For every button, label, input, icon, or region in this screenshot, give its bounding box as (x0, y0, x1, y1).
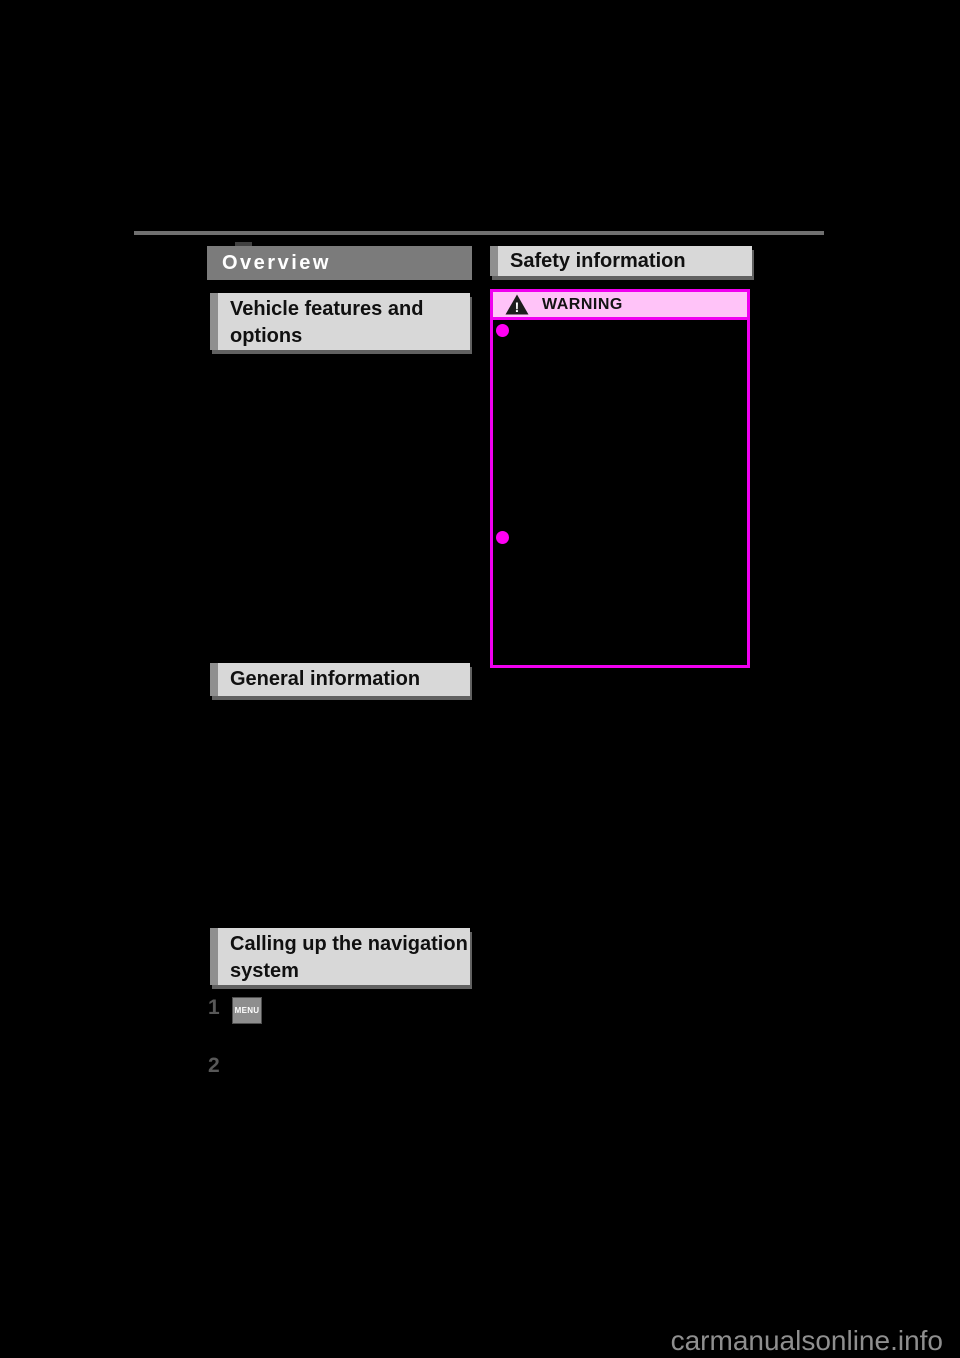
top-divider-line (134, 231, 824, 235)
safety-information-header: Safety information (490, 246, 752, 276)
vehicle-features-header-line1: Vehicle features and (230, 298, 424, 320)
svg-text:!: ! (515, 299, 520, 315)
general-information-header-label: General information (230, 668, 421, 690)
vehicle-features-header: Vehicle features and options (210, 293, 470, 350)
warning-box: ! WARNING (490, 289, 750, 668)
overview-header-label: Overview (222, 252, 331, 274)
calling-up-navigation-header: Calling up the navigation system (210, 928, 470, 985)
step-2-number: 2 (208, 1054, 220, 1077)
watermark: carmanualsonline.info (670, 1325, 943, 1356)
overview-header: Overview (207, 246, 472, 280)
calling-up-navigation-line1: Calling up the navigation (230, 933, 468, 955)
warning-header: ! WARNING (493, 292, 747, 320)
menu-button: MENU (232, 997, 262, 1024)
calling-up-navigation-line2: system (230, 960, 299, 982)
warning-title: WARNING (542, 295, 623, 313)
warning-bullet-icon (496, 531, 509, 544)
general-information-header: General information (210, 663, 470, 696)
warning-triangle-icon: ! (505, 294, 529, 315)
warning-bullet-icon (496, 324, 509, 337)
menu-button-label: MENU (234, 1006, 260, 1015)
overview-header-notch (235, 242, 252, 246)
vehicle-features-header-line2: options (230, 325, 303, 347)
step-1-number: 1 (208, 996, 220, 1019)
safety-information-header-label: Safety information (510, 250, 686, 272)
